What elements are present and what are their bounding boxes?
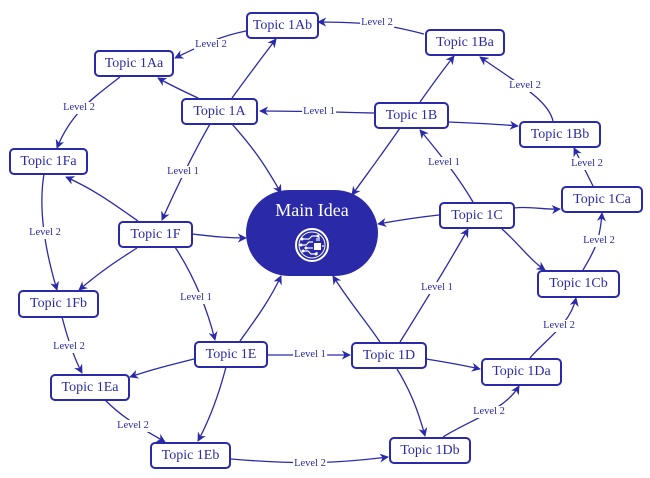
edge-1A-main [231,123,282,194]
topic-node-1E[interactable]: Topic 1E [194,341,268,368]
topic-node-1Ea[interactable]: Topic 1Ea [50,374,130,401]
edge-1F-1E [174,246,218,341]
edge-1F-1Fb [78,247,138,291]
edge-label-1Eb-1Db: Level 2 [293,458,327,470]
edge-1B-1Ba [419,55,455,103]
topic-label: Topic 1C [451,207,503,223]
edge-1E-1Eb [197,366,227,442]
edge-label-1Ba-1Ab: Level 2 [360,17,394,29]
edge-1E-main [239,275,282,342]
topic-node-1Eb[interactable]: Topic 1Eb [150,442,231,469]
edge-label-1E-1D: Level 1 [293,349,327,361]
edge-1B-1Bb [447,120,519,130]
edge-1B-main [351,127,401,196]
topic-node-1Da[interactable]: Topic 1Da [481,358,562,386]
edge-1C-1Ca [513,205,561,215]
topic-node-1Ba[interactable]: Topic 1Ba [425,29,505,56]
topic-node-1D[interactable]: Topic 1D [351,342,427,369]
edge-1C-1B [419,129,474,203]
edge-label-1Cb-1Ca: Level 2 [582,235,616,247]
topic-label: Topic 1F [130,226,181,242]
edge-label-1C-1B: Level 1 [427,157,461,169]
topic-label: Topic 1Cb [549,276,608,291]
edge-label-1Ca-1Bb: Level 2 [570,158,604,170]
topic-label: Topic 1Da [492,364,551,379]
edge-1C-1Cb [501,228,546,271]
edge-label-1Fa-1Fb: Level 2 [28,227,62,239]
topic-label: Topic 1Eb [161,447,220,463]
edge-label-1Ab-1Aa: Level 2 [194,39,228,51]
main-idea-title: Main Idea [275,200,349,220]
topic-label: Topic 1Fb [30,296,87,311]
topic-label: Topic 1Db [400,442,460,458]
edge-1A-1Aa [157,77,199,99]
topic-label: Topic 1Ea [61,379,119,395]
topic-label: Topic 1Aa [104,55,164,71]
edge-label-1Fb-1Ea: Level 2 [52,341,86,353]
topic-node-1Ab[interactable]: Topic 1Ab [246,12,319,39]
edge-label-1Aa-1Fa: Level 2 [62,102,96,114]
edge-label-1Bb-1Ba: Level 2 [508,80,542,92]
topic-node-1B[interactable]: Topic 1B [374,102,449,129]
topic-node-1F[interactable]: Topic 1F [118,221,193,248]
topic-node-1A[interactable]: Topic 1A [181,98,258,125]
circuit-chip-icon [295,228,329,262]
topic-label: Topic 1Bb [530,126,590,142]
topic-node-1Fa[interactable]: Topic 1Fa [9,148,88,175]
edge-label-1Da-1Cb: Level 2 [542,320,576,332]
topic-node-1Aa[interactable]: Topic 1Aa [94,50,174,77]
edge-1F-1Fa [65,176,139,222]
edge-label-1B-1A: Level 1 [302,106,336,118]
edge-1C-main [377,214,440,228]
edge-1F-main [191,233,247,243]
topic-node-1C[interactable]: Topic 1C [439,202,515,229]
edge-1E-1Ea [129,358,195,379]
main-idea-node[interactable]: Main Idea [246,190,378,276]
edge-1D-1Db [396,368,428,437]
topic-label: Topic 1Ab [252,17,313,33]
topic-label: Topic 1D [362,347,416,363]
edge-label-1D-1C: Level 1 [420,282,454,294]
edge-label-1F-1E: Level 1 [179,292,213,304]
topic-label: Topic 1A [193,103,246,119]
edge-label-1A-1F: Level 1 [166,166,200,178]
topic-node-1Db[interactable]: Topic 1Db [389,437,471,464]
topic-node-1Bb[interactable]: Topic 1Bb [519,121,601,148]
topic-node-1Cb[interactable]: Topic 1Cb [537,270,620,298]
topic-node-1Ca[interactable]: Topic 1Ca [561,186,643,213]
edge-1D-1Da [425,358,481,372]
topic-node-1Fb[interactable]: Topic 1Fb [18,290,99,318]
edge-label-1Db-1Da: Level 2 [472,406,506,418]
topic-label: Topic 1Ba [436,34,494,50]
edge-1D-main [332,275,381,343]
topic-label: Topic 1E [205,346,257,362]
edge-1A-1Ab [231,38,277,99]
topic-label: Topic 1B [385,107,438,123]
topic-label: Topic 1Ca [573,191,631,207]
edge-label-1Ea-1Eb: Level 2 [116,420,150,432]
topic-label: Topic 1Fa [20,153,77,169]
